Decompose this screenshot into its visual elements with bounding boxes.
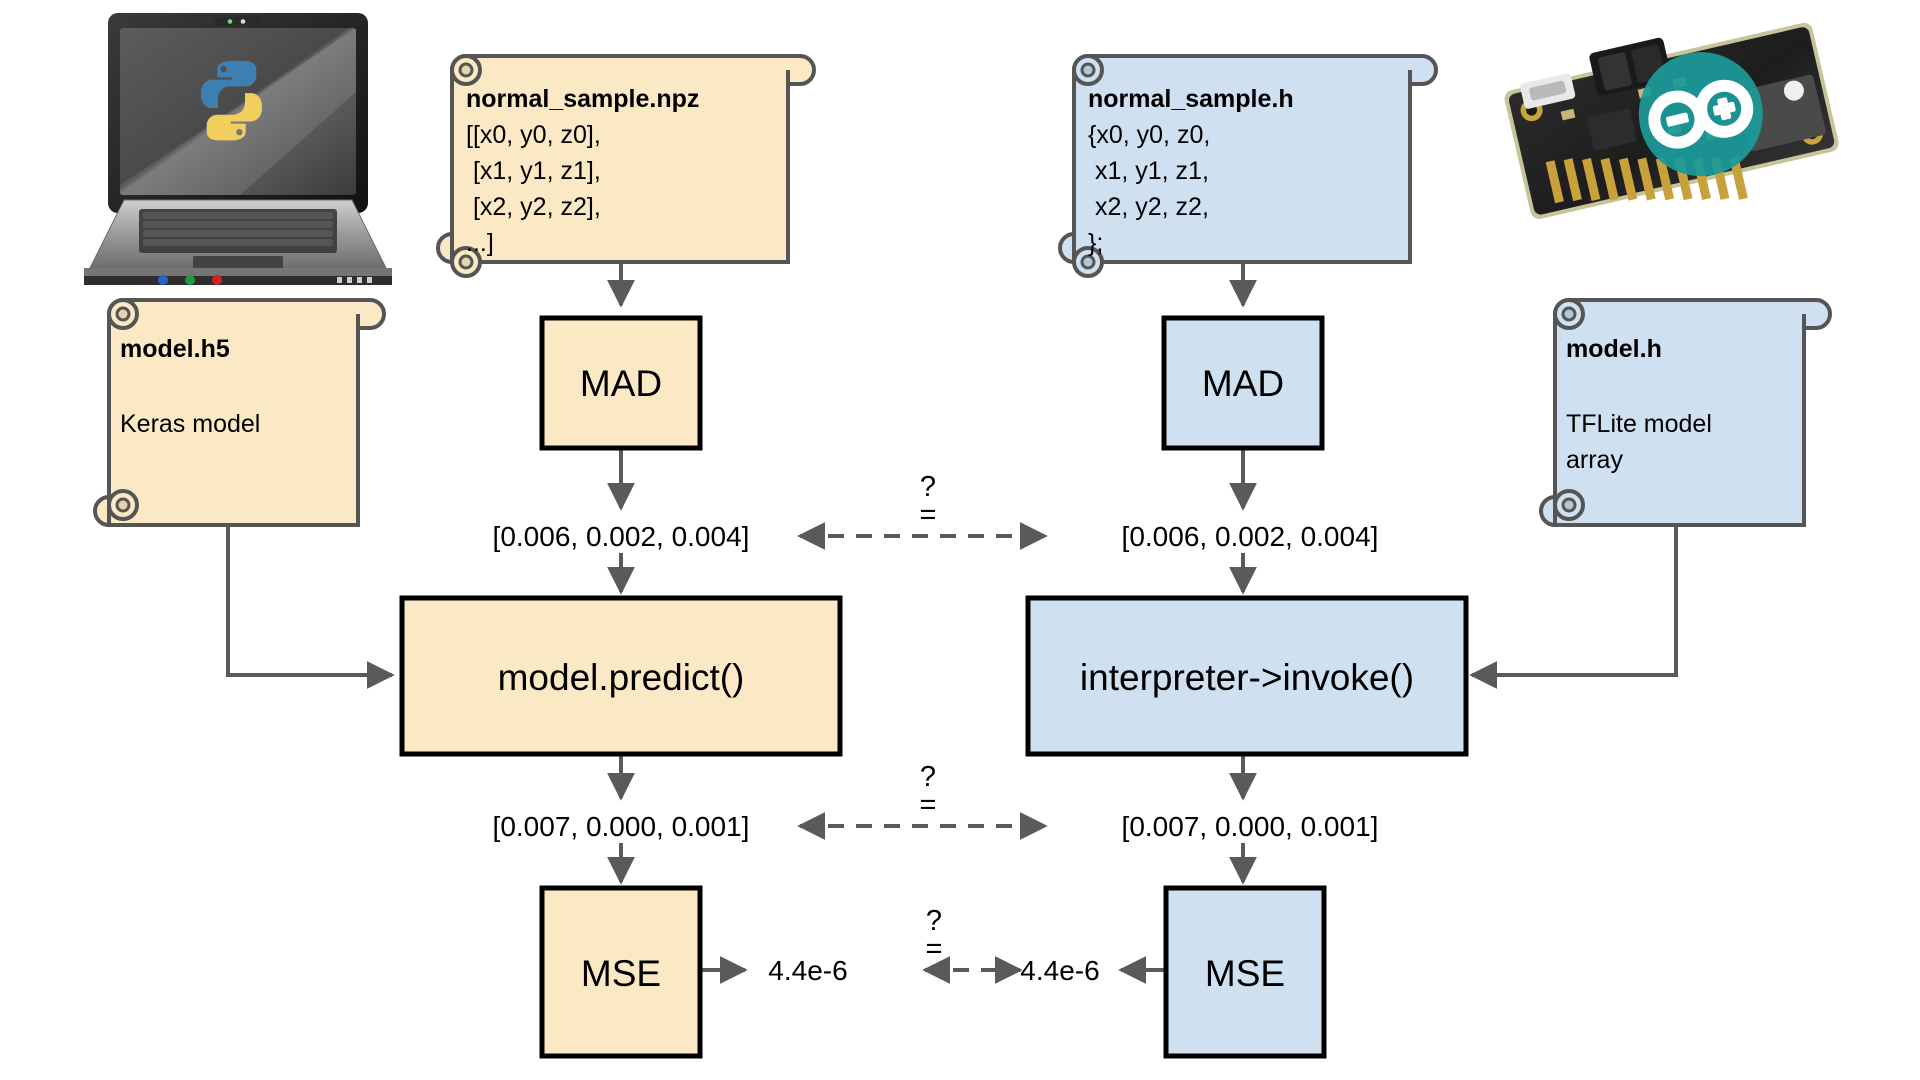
value-mad-left: [0.006, 0.002, 0.004] — [493, 521, 750, 552]
box-mad-left[interactable]: MAD — [539, 315, 703, 451]
box-label: MSE — [1205, 953, 1285, 994]
note-line-3: }; — [1088, 229, 1103, 257]
laptop-python-icon — [84, 13, 392, 285]
note-title: model.h — [1566, 335, 1662, 363]
edge-modelh-to-invoke — [1469, 525, 1678, 689]
value-mad-right: [0.006, 0.002, 0.004] — [1122, 521, 1379, 552]
box-label: MAD — [1202, 363, 1284, 404]
note-line-1: [x1, y1, z1], — [466, 157, 601, 185]
box-mad-right[interactable]: MAD — [1161, 315, 1325, 451]
box-mse-right[interactable]: MSE — [1163, 885, 1327, 1059]
note-title: normal_sample.h — [1088, 85, 1294, 113]
comparator-mad: ? = — [920, 471, 937, 531]
value-mse-right: 4.4e-6 — [1020, 955, 1099, 986]
note-title: model.h5 — [120, 335, 230, 363]
note-line-1: TFLite model — [1566, 410, 1712, 438]
box-label: interpreter->invoke() — [1080, 657, 1414, 698]
question-mark: ? — [926, 905, 942, 937]
comparator-predict: ? = — [920, 761, 937, 821]
question-mark: ? — [920, 761, 936, 793]
value-invoke-right: [0.007, 0.000, 0.001] — [1122, 811, 1379, 842]
box-label: MAD — [580, 363, 662, 404]
note-normal-sample-npz[interactable]: normal_sample.npz [[x0, y0, z0], [x1, y1… — [436, 54, 816, 278]
value-predict-left: [0.007, 0.000, 0.001] — [493, 811, 750, 842]
edge-modelh5-to-predict — [226, 525, 395, 689]
value-mse-left: 4.4e-6 — [768, 955, 847, 986]
note-normal-sample-h[interactable]: normal_sample.h {x0, y0, z0, x1, y1, z1,… — [1058, 54, 1438, 278]
comparator-mse: ? = — [926, 905, 943, 965]
note-model-h[interactable]: model.h TFLite model array — [1539, 298, 1832, 527]
note-line-1: Keras model — [120, 410, 260, 438]
note-model-h5[interactable]: model.h5 Keras model — [93, 298, 386, 527]
note-title: normal_sample.npz — [466, 85, 699, 113]
equals-sign: = — [920, 789, 937, 821]
box-label: model.predict() — [498, 657, 745, 698]
note-line-3: ...] — [466, 229, 494, 257]
box-interpreter-invoke[interactable]: interpreter->invoke() — [1025, 595, 1469, 757]
note-line-0: {x0, y0, z0, — [1088, 121, 1210, 149]
note-line-2: [x2, y2, z2], — [466, 193, 601, 221]
box-mse-left[interactable]: MSE — [539, 885, 703, 1059]
note-line-2: x2, y2, z2, — [1088, 193, 1209, 221]
note-line-0: [[x0, y0, z0], — [466, 121, 601, 149]
box-label: MSE — [581, 953, 661, 994]
arduino-nano-board-icon — [1504, 22, 1839, 219]
equals-sign: = — [920, 499, 937, 531]
equals-sign: = — [926, 933, 943, 965]
note-line-2: array — [1566, 446, 1623, 474]
box-model-predict[interactable]: model.predict() — [399, 595, 843, 757]
note-line-1: x1, y1, z1, — [1088, 157, 1209, 185]
question-mark: ? — [920, 471, 936, 503]
